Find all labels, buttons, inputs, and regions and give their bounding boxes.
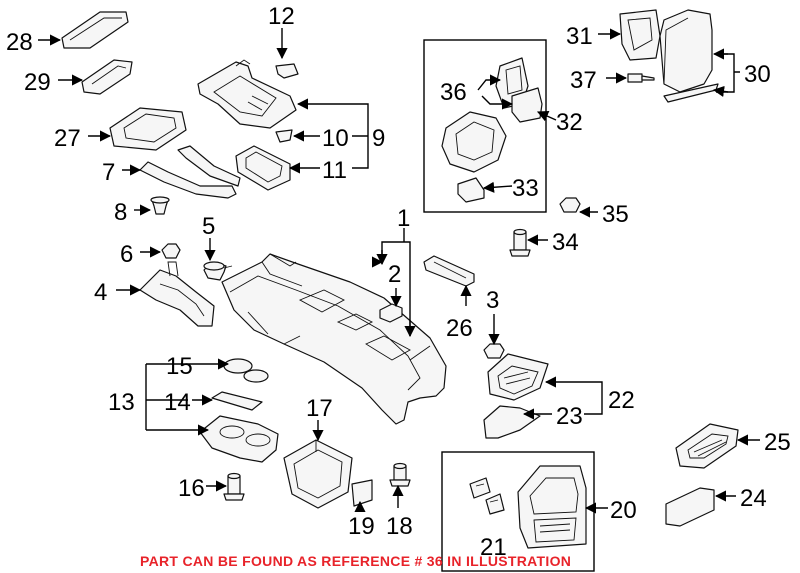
callout-6: 6: [120, 241, 133, 268]
part-22-drawing: [487, 353, 549, 401]
part-20-drawing: [517, 465, 587, 549]
part-14-drawing: [211, 391, 263, 411]
callout-20: 20: [610, 497, 637, 524]
callout-29: 29: [24, 69, 51, 96]
callout-28: 28: [6, 29, 33, 56]
callout-22: 22: [608, 387, 635, 414]
part-21-drawing: [469, 477, 505, 515]
bracket-9: [352, 103, 369, 169]
callout-24: 24: [740, 485, 767, 512]
callout-14: 14: [164, 389, 191, 416]
part-5-drawing: [203, 261, 233, 281]
part-15-drawing: [223, 358, 269, 383]
bracket-30: [716, 53, 740, 93]
callout-35: 35: [602, 201, 629, 228]
callout-3: 3: [486, 287, 499, 314]
callout-34: 34: [552, 229, 579, 256]
callout-1: 1: [397, 205, 410, 232]
callout-5: 5: [202, 213, 215, 240]
callout-9: 9: [372, 125, 385, 152]
part-11-drawing: [235, 145, 291, 191]
part-29-drawing: [81, 59, 133, 95]
callout-32: 32: [556, 109, 583, 136]
callout-19: 19: [348, 513, 375, 540]
part-10-drawing: [275, 129, 293, 143]
bracket-13: [145, 363, 200, 431]
part-1-drawing: [221, 253, 447, 425]
callout-11: 11: [322, 157, 347, 184]
callout-7: 7: [102, 159, 115, 186]
part-12-drawing: [275, 63, 299, 79]
callout-33: 33: [512, 175, 539, 202]
part-17-drawing: [283, 439, 353, 509]
part-35-drawing: [559, 197, 581, 213]
part-4-drawing: [139, 261, 215, 327]
part-27-drawing: [109, 107, 187, 151]
part-25-drawing: [675, 423, 739, 469]
bracket-22: [584, 381, 603, 415]
part-31-drawing: [619, 9, 661, 61]
part-3-drawing: [483, 343, 505, 359]
group-box-32-36: [423, 39, 547, 213]
callout-30: 30: [744, 61, 771, 88]
part-16-drawing: [223, 472, 245, 501]
callout-25: 25: [764, 429, 791, 456]
callout-26: 26: [446, 315, 473, 342]
part-30-drawing: [659, 9, 719, 103]
callout-36: 36: [440, 79, 467, 106]
callout-2: 2: [388, 261, 401, 288]
callout-27: 27: [54, 125, 81, 152]
callout-16: 16: [178, 475, 205, 502]
part-6-drawing: [161, 243, 181, 259]
part-32-drawing: [441, 87, 543, 173]
part-13-drawing: [199, 415, 279, 463]
callout-31: 31: [566, 23, 593, 50]
part-34-drawing: [509, 228, 531, 257]
footer-note: PART CAN BE FOUND AS REFERENCE # 36 IN I…: [140, 553, 571, 569]
part-8-drawing: [150, 196, 170, 215]
part-7-drawing: [139, 145, 241, 199]
callout-18: 18: [386, 513, 413, 540]
part-18-drawing: [389, 462, 411, 487]
callout-12: 12: [268, 3, 295, 30]
callout-17: 17: [306, 395, 333, 422]
part-24-drawing: [665, 487, 715, 527]
callout-23: 23: [556, 403, 583, 430]
callout-8: 8: [114, 199, 127, 226]
part-28-drawing: [61, 11, 129, 49]
callout-10: 10: [322, 125, 349, 152]
callout-13: 13: [108, 389, 135, 416]
part-33-drawing: [457, 177, 485, 203]
callout-15: 15: [166, 353, 193, 380]
callout-37: 37: [570, 67, 597, 94]
part-19-drawing: [351, 479, 373, 507]
part-37-drawing: [627, 73, 655, 83]
part-9-drawing: [197, 59, 297, 129]
part-26-drawing: [423, 255, 475, 287]
callout-4: 4: [94, 279, 107, 306]
part-23-drawing: [483, 405, 541, 439]
callout-21: 21: [480, 534, 507, 561]
